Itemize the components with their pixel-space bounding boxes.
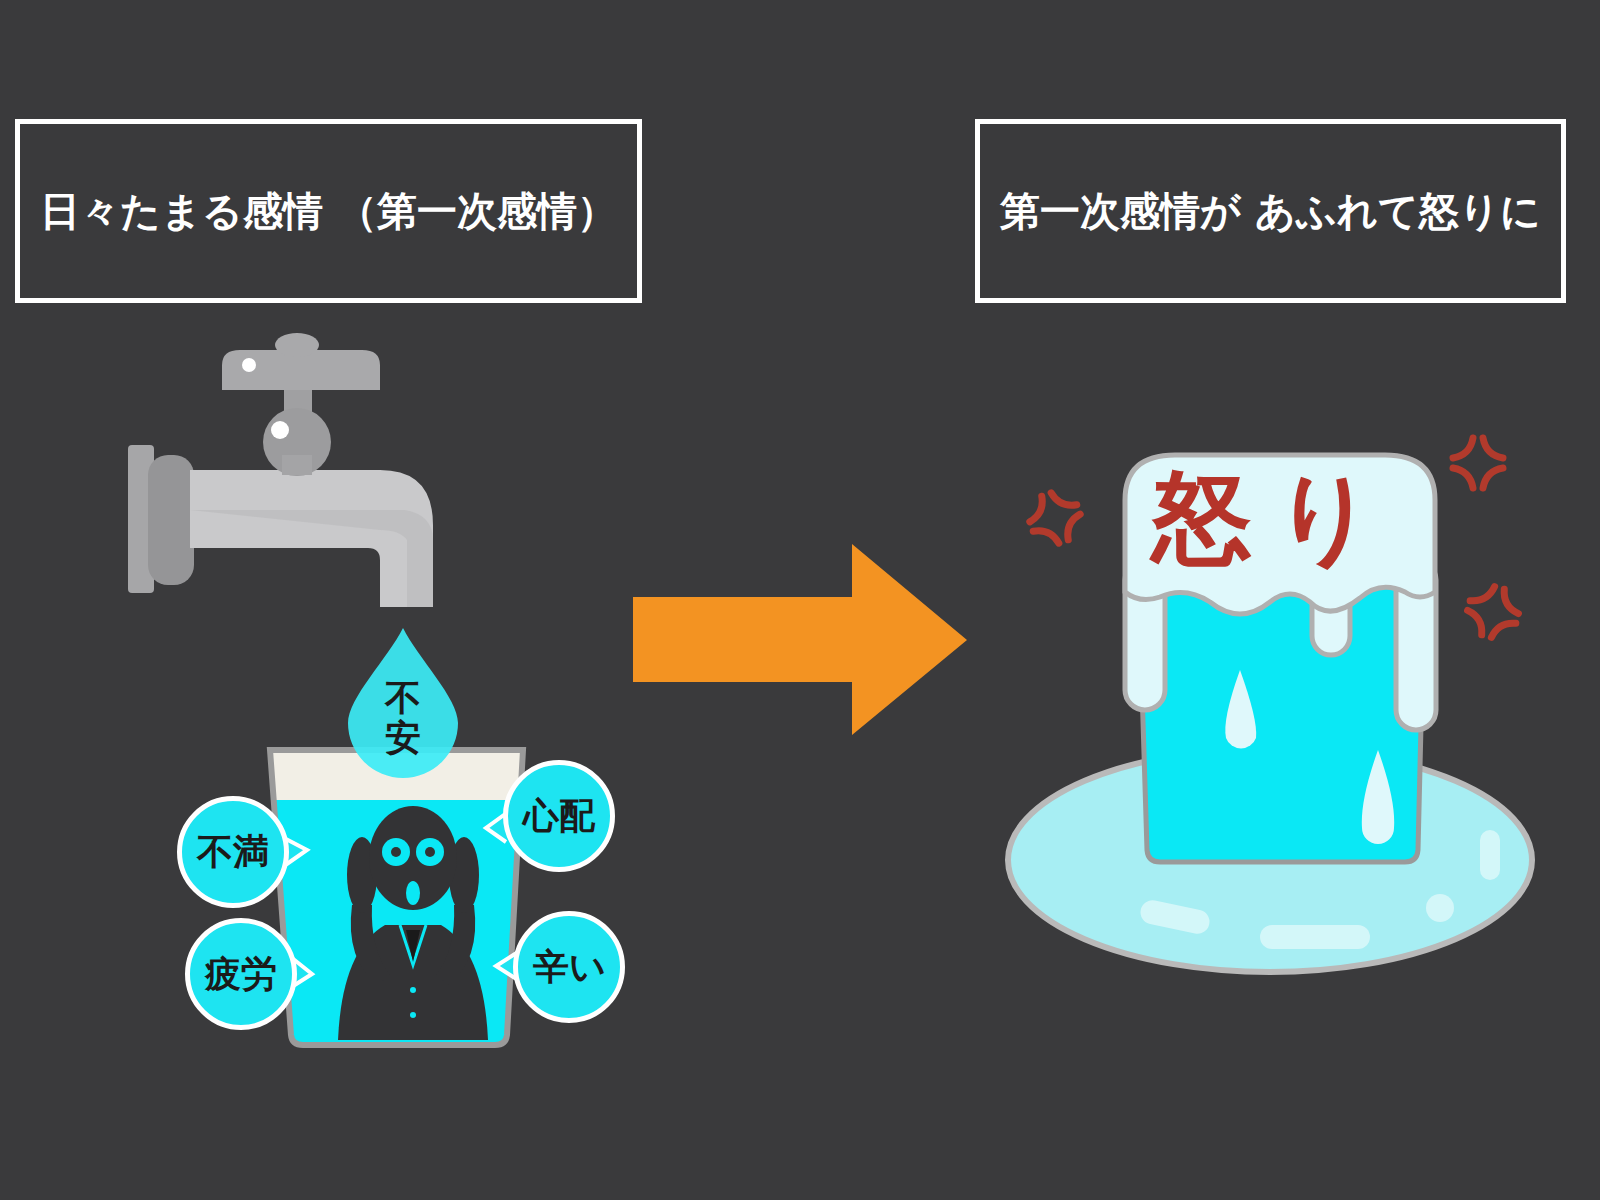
- screaming-figure: [416, 838, 444, 866]
- cup: [270, 750, 523, 1045]
- overflowing-cup: [1480, 830, 1500, 880]
- node-text: 第一次感情が あふれて怒りに: [1000, 186, 1541, 236]
- overflowing-cup: [1008, 455, 1532, 972]
- cup: [270, 750, 523, 1045]
- cup: [270, 750, 523, 1045]
- title-box: 日々たまる感情 （第一次感情）: [15, 119, 642, 303]
- overflowing-cup: [1138, 898, 1211, 936]
- water-drop: 不安: [348, 628, 458, 778]
- speech-bubble: 不満: [177, 796, 289, 908]
- screaming-figure: [436, 905, 475, 985]
- anger-label: 怒り: [1152, 468, 1408, 568]
- anger-mark: [1453, 438, 1503, 488]
- screaming-figure: [406, 930, 420, 962]
- node-text: 辛い: [533, 949, 606, 985]
- faucet: [190, 470, 433, 607]
- drop-shape: [348, 628, 458, 778]
- faucet: [275, 333, 319, 357]
- anger-mark: [1023, 438, 1524, 643]
- node-text: 日々たまる感情 （第一次感情）: [40, 186, 617, 236]
- overflowing-cup: [1138, 560, 1425, 862]
- speech-bubble: 心配: [503, 760, 615, 872]
- anger-mark: [1023, 486, 1087, 550]
- faucet: [242, 358, 256, 372]
- screaming-figure: [338, 806, 488, 1040]
- overflowing-cup: [1125, 455, 1435, 614]
- screaming-figure: [400, 925, 426, 965]
- arrow: [633, 544, 967, 735]
- speech-bubble: 辛い: [513, 911, 625, 1023]
- speech-bubble: 疲労: [185, 918, 297, 1030]
- overflowing-cup: [1426, 894, 1454, 922]
- screaming-figure: [391, 847, 401, 857]
- faucet: [190, 510, 433, 607]
- faucet: [282, 455, 312, 475]
- title-box: 第一次感情が あふれて怒りに: [975, 119, 1566, 303]
- faucet: [128, 333, 433, 607]
- node-text: 不安: [385, 678, 421, 757]
- faucet: [271, 421, 289, 439]
- screaming-figure: [410, 1012, 416, 1018]
- screaming-figure: [425, 847, 435, 857]
- screaming-figure: [406, 881, 420, 905]
- screaming-figure: [410, 987, 416, 993]
- faucet: [148, 455, 194, 585]
- bubble-tail: [284, 812, 518, 988]
- overflowing-cup: [1225, 670, 1256, 748]
- node-text: 不満: [197, 834, 269, 870]
- cup: [274, 800, 520, 1045]
- anger-mark: [1462, 581, 1523, 642]
- screaming-figure: [351, 905, 390, 985]
- node-text: 怒り: [1152, 468, 1408, 568]
- node-text: 心配: [523, 798, 595, 834]
- faucet: [263, 408, 331, 476]
- overflowing-cup: [1362, 750, 1394, 844]
- node-text: 疲労: [205, 956, 277, 992]
- overflowing-cup: [1260, 925, 1370, 949]
- screaming-figure: [369, 806, 457, 910]
- screaming-figure: [382, 838, 410, 866]
